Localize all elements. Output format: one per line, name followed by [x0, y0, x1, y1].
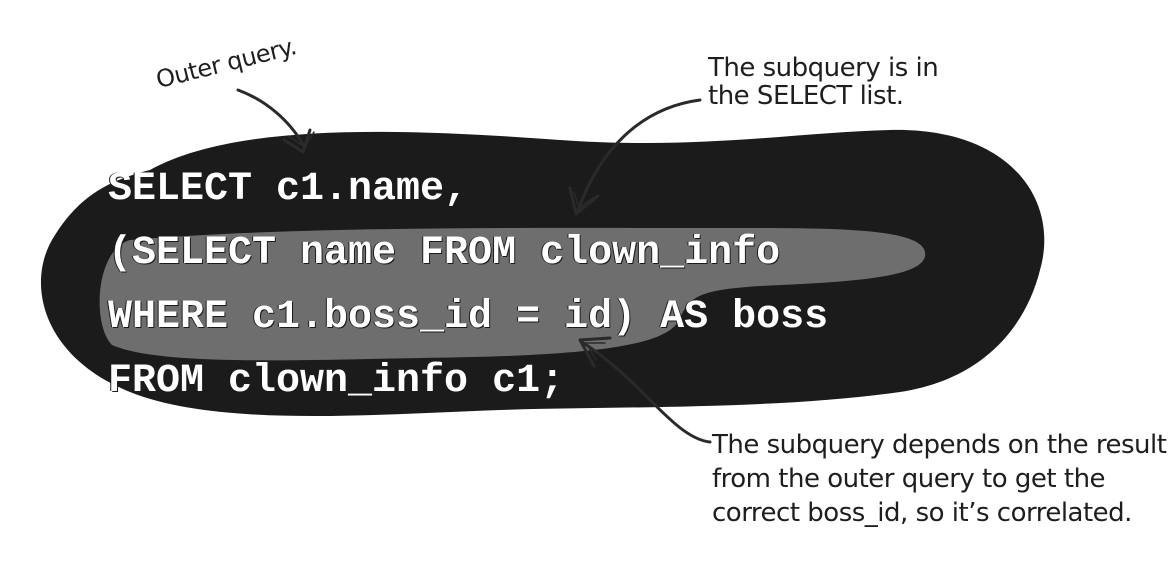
select-list-arrow: [568, 98, 702, 216]
select-list-line-2: the SELECT list.: [708, 81, 904, 111]
correlated-annotation: The subquery depends on the result from …: [712, 428, 1167, 530]
code-line-from: FROM clown_info c1;: [108, 359, 565, 404]
outer-query-arrow: [236, 88, 315, 154]
code-line-select: SELECT c1.name,: [108, 167, 469, 212]
correlated-line-2: from the outer query to get the: [712, 464, 1106, 494]
correlated-line-1: The subquery depends on the result: [712, 430, 1167, 460]
select-list-annotation: The subquery is in the SELECT list.: [708, 53, 939, 111]
correlated-line-3: correct boss_id, so it’s correlated.: [712, 498, 1132, 528]
select-list-line-1: The subquery is in: [708, 53, 939, 83]
code-line-subquery-where: WHERE c1.boss_id = id) AS boss: [108, 295, 829, 340]
correlated-arrow: [578, 336, 712, 444]
code-line-subquery-select: (SELECT name FROM clown_info: [108, 231, 781, 276]
subquery-blob: [99, 227, 926, 361]
